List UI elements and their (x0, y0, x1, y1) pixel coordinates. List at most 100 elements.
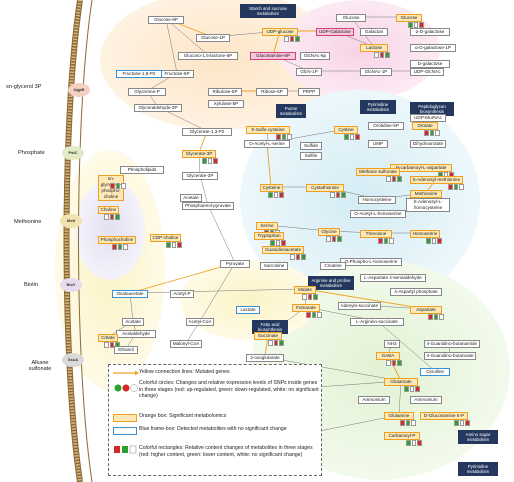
metabolite-node: Oxaloacetate (112, 290, 148, 298)
content-change-rects (270, 240, 287, 246)
transporter-ssua: SsuA (62, 353, 84, 367)
metabolite-node: Glucosamine-6P (250, 52, 296, 60)
metabolite-node: α-D-galactose-1P (410, 44, 456, 52)
metabolite-node: Ammonium (410, 396, 442, 404)
pathway-box-amino-sugar: Amino sugar metabolism (458, 430, 498, 444)
metabolite-node: GABA (376, 352, 400, 360)
content-change-rects (306, 312, 323, 318)
metabolite-node: Phosphoenol-pyruvate (182, 202, 234, 210)
content-change-rects (268, 340, 285, 346)
metabolite-node: L-Aspartate 4-semialdehyde (360, 274, 426, 282)
metabolite-node: GlcN-1P (296, 68, 322, 76)
connection-line (199, 174, 209, 206)
metabolite-node: O-Acetyl-L-serine (244, 140, 290, 148)
connection-line (304, 288, 427, 310)
metabolite-node: O-Phospho-L-homoserine (340, 258, 402, 266)
metabolite-node: Acetate (180, 194, 202, 202)
content-change-rects (426, 238, 443, 244)
metabolite-node: Sulfide (300, 142, 322, 150)
metabolite-node: D-galactose (410, 60, 450, 68)
metabolite-node: L-Arginino-succinate (350, 318, 404, 326)
metabolite-node: Glycine (318, 228, 340, 236)
metabolite-node: Citrulline (420, 368, 450, 376)
content-change-rects (104, 214, 121, 220)
pathway-box-purine: Purine metabolism (276, 104, 306, 118)
metabolite-node: Lactate (236, 306, 260, 314)
legend-circle-symbol (114, 384, 138, 392)
transporter-bioy: BioY (60, 278, 82, 292)
metabolite-node: S-Adenosyl-methionine (410, 176, 463, 184)
pathway-box-arginine-proline: Arginine and proline metabolism (308, 276, 354, 290)
connection-line (129, 288, 306, 294)
connection-line (398, 380, 402, 416)
metabolite-node: Xylulose-5P (208, 100, 244, 108)
metabolite-node: UDP-Galactose (316, 28, 354, 36)
pathway-box-pyrimidine-top: Pyrimidine metabolism (360, 100, 396, 114)
content-change-rects (386, 176, 403, 182)
metabolite-node: Glycerate-1,3-P2 (182, 128, 232, 136)
metabolite-node: UDP-glucose (262, 28, 298, 36)
side-label-methionine: Methionine (14, 219, 42, 225)
metabolite-node: Citrate (98, 334, 118, 342)
legend-mutated-genes: Yellow connection lines: Mutated genes (139, 369, 230, 375)
transporter-pstc: PstC (62, 146, 84, 160)
connection-line (264, 356, 402, 382)
metabolite-node: Acetaldehyde (116, 330, 156, 338)
metabolite-node: Sarcosine (260, 262, 288, 270)
content-change-rects (374, 52, 391, 58)
metabolite-node: UDP-GlcNAc (410, 68, 444, 76)
metabolite-node: 4-Guanidino-butanamide (424, 340, 480, 348)
metabolite-node: Tryptophan (254, 232, 284, 240)
content-change-rects (276, 134, 293, 140)
metabolite-node: Fumarate (292, 304, 320, 312)
metabolite-node: Methane sulfonate (356, 168, 400, 176)
legend-panel: Yellow connection lines: Mutated genes C… (108, 364, 322, 476)
metabolite-node: 2-oxoglutarate (246, 354, 284, 362)
content-change-rects (400, 420, 417, 426)
side-label-glycerol: sn-glycerol 3P (6, 84, 42, 90)
metabolite-node: Creatine (320, 262, 346, 270)
metabolite-node: Phosphocholine (98, 236, 136, 244)
metabolite-node: Dihydroorotate (410, 140, 446, 148)
content-change-rects (406, 440, 423, 446)
metabolite-node: Malate (294, 286, 316, 294)
content-change-rects (202, 158, 219, 164)
content-change-rects (330, 192, 347, 198)
metabolite-node: NH3 (384, 340, 400, 348)
metabolite-node: α-D-galactose (410, 28, 450, 36)
metabolite-node: Ribose-5P (256, 88, 288, 96)
metabolite-node: Ribulose-5P (208, 88, 242, 96)
metabolite-node: Phospholipids (120, 166, 164, 174)
metabolite-node: Adenylo-succinate (338, 302, 381, 310)
metabolite-node: Sulfite (300, 152, 322, 160)
content-change-rects (428, 314, 445, 320)
metabolite-node: 4-Guanidino-butanoate (424, 352, 476, 360)
metabolite-node: Glucono-1,5-lactone-6P (178, 52, 238, 60)
metabolite-node: Aspartate (410, 306, 442, 314)
metabolite-node: Acetate (122, 318, 144, 326)
metabolite-node: Malonyl-CoA (170, 340, 202, 348)
metabolite-node: Pyruvate (220, 260, 250, 268)
metabolite-node: Glucose (396, 14, 422, 22)
metabolite-node: Serine (256, 222, 278, 230)
metabolite-node: Acetyl-CoA (186, 318, 214, 326)
pathway-box-starch-sucrose: Starch and sucrose metabolism (240, 4, 296, 18)
metabolite-node: Glucose (336, 14, 366, 22)
content-change-rects (284, 36, 301, 42)
legend-blue-box-symbol (113, 427, 137, 435)
metabolite-node: Orotate (412, 122, 438, 130)
connection-line (207, 204, 236, 264)
metabolite-node: UDP-MurNAc (410, 114, 446, 122)
content-change-rects (166, 242, 183, 248)
metabolite-node: Cystine (334, 126, 358, 134)
metabolite-node: Choline (98, 206, 119, 214)
pathway-box-pyrimidine-bottom: Pyrimidine metabolism (458, 462, 498, 476)
metabolite-node: Fructose-6P (160, 70, 194, 78)
legend-line-symbol (113, 370, 139, 376)
metabolite-node: O-Acetyl-L-homoserine (350, 210, 406, 218)
metabolite-node: Galactan (360, 28, 388, 36)
metabolite-node: Glucose-6P (148, 16, 184, 24)
metabolite-node: CDP-choline (150, 234, 181, 242)
metabolite-node: Orotidine-5P (368, 122, 404, 130)
